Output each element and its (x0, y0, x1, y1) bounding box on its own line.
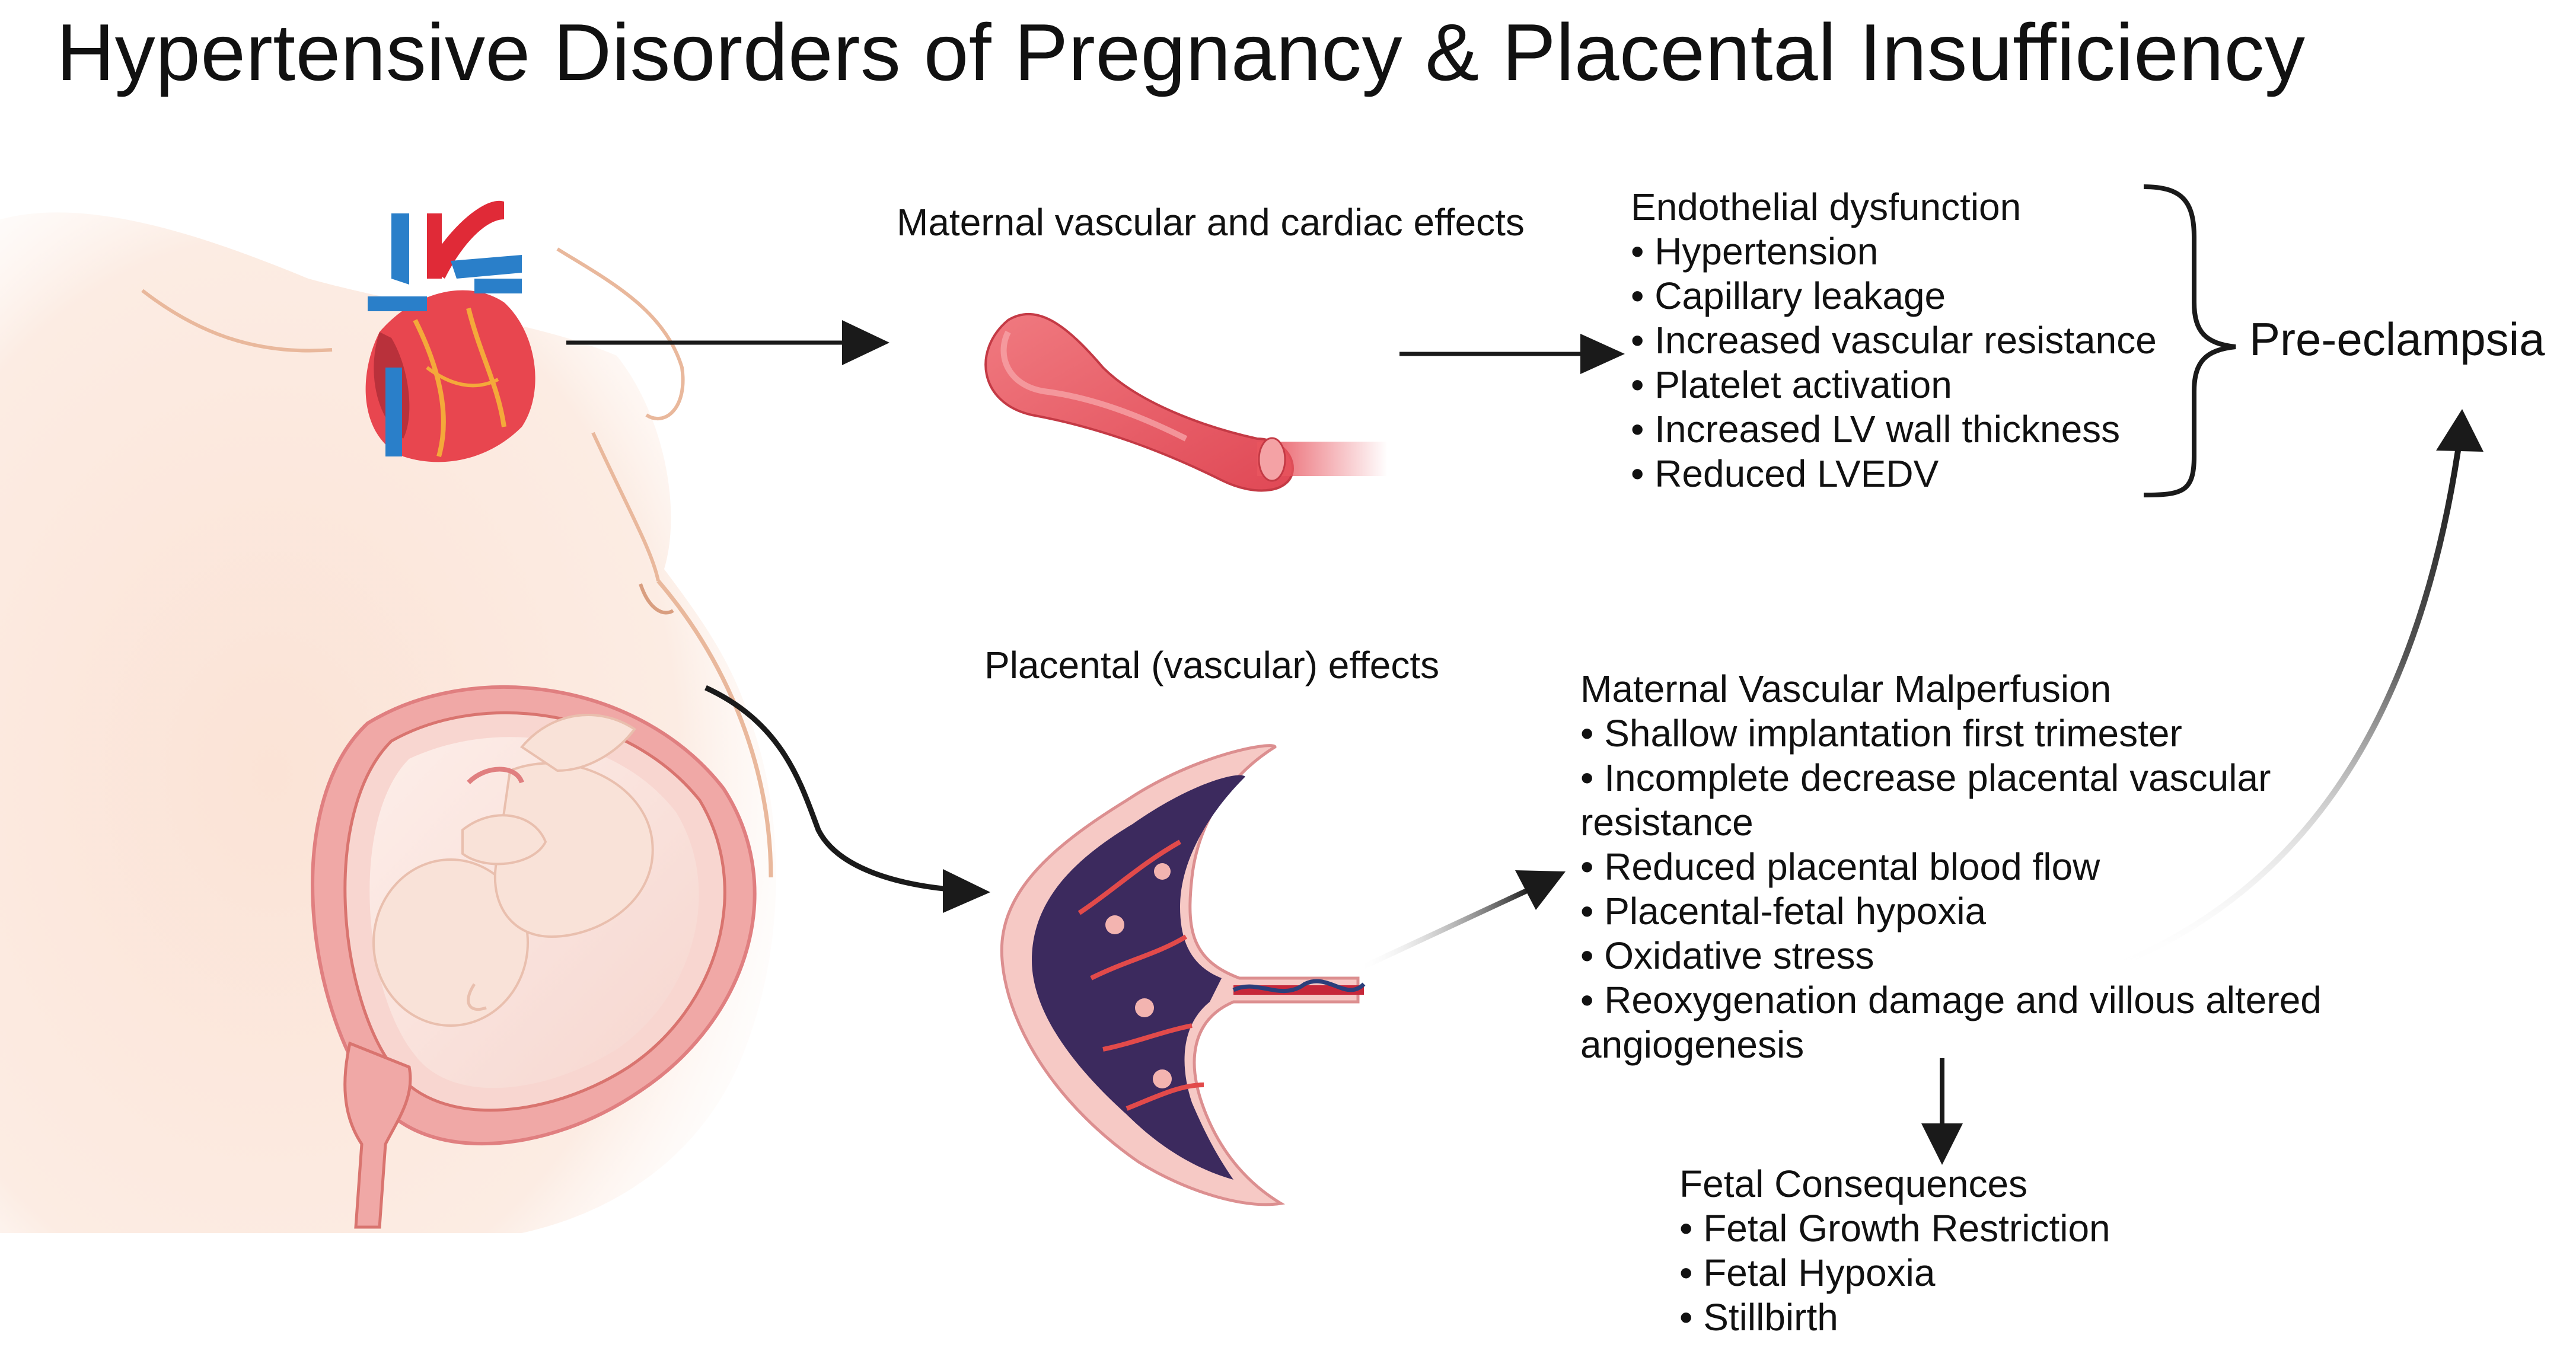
list-item: • Capillary leakage (1631, 274, 1946, 317)
list-item: • Reduced placental blood flow (1580, 845, 2100, 888)
arrow-uterus-to-placenta (704, 685, 990, 913)
list-item: • Stillbirth (1679, 1296, 1838, 1339)
endothelial-heading: Endothelial dysfunction (1631, 186, 2022, 228)
list-item: • Fetal Growth Restriction (1679, 1207, 2110, 1250)
brace (2143, 184, 2236, 497)
endothelial-dysfunction-block: Endothelial dysfunction • Hypertension •… (1631, 185, 2157, 496)
list-item: angiogenesis (1580, 1023, 1805, 1066)
list-item: • Reduced LVEDV (1631, 452, 1939, 495)
list-item: • Oxidative stress (1580, 934, 1874, 977)
arrow-placenta-to-mvm (1357, 870, 1566, 972)
arrow-heart-to-vessel (566, 320, 890, 365)
list-item: • Fetal Hypoxia (1679, 1251, 1936, 1294)
mvm-heading: Maternal Vascular Malperfusion (1580, 668, 2112, 710)
list-item: • Shallow implantation first trimester (1580, 712, 2182, 755)
blood-vessel-illustration (984, 313, 1388, 492)
placental-effects-label: Placental (vascular) effects (984, 644, 1440, 686)
arrow-vessel-to-endothelial (1399, 334, 1625, 374)
arrow-mvm-to-preeclampsia (2098, 409, 2483, 975)
preeclampsia-label: Pre-eclampsia (2249, 313, 2545, 365)
fetal-consequences-block: Fetal Consequences • Fetal Growth Restri… (1679, 1162, 2110, 1340)
heart-icon (365, 200, 535, 462)
fetal-heading: Fetal Consequences (1679, 1163, 2028, 1205)
list-item: resistance (1580, 801, 1754, 844)
arrow-mvm-to-fetal (1921, 1058, 1963, 1165)
list-item: • Placental-fetal hypoxia (1580, 890, 1987, 933)
list-item: • Hypertension (1631, 230, 1879, 273)
fetus-head (372, 858, 529, 1027)
uterus-fetus-illustration (311, 685, 757, 1229)
maternal-vascular-malperfusion-block: Maternal Vascular Malperfusion • Shallow… (1580, 667, 2322, 1067)
maternal-effects-label: Maternal vascular and cardiac effects (897, 201, 1525, 244)
page-title: Hypertensive Disorders of Pregnancy & Pl… (56, 7, 2306, 97)
placenta-illustration (1000, 744, 1366, 1206)
list-item: • Increased vascular resistance (1631, 319, 2157, 362)
list-item: • Increased LV wall thickness (1631, 408, 2121, 451)
list-item: • Reoxygenation damage and villous alter… (1580, 979, 2322, 1021)
list-item: • Incomplete decrease placental vascular (1580, 756, 2271, 799)
list-item: • Platelet activation (1631, 363, 1952, 406)
